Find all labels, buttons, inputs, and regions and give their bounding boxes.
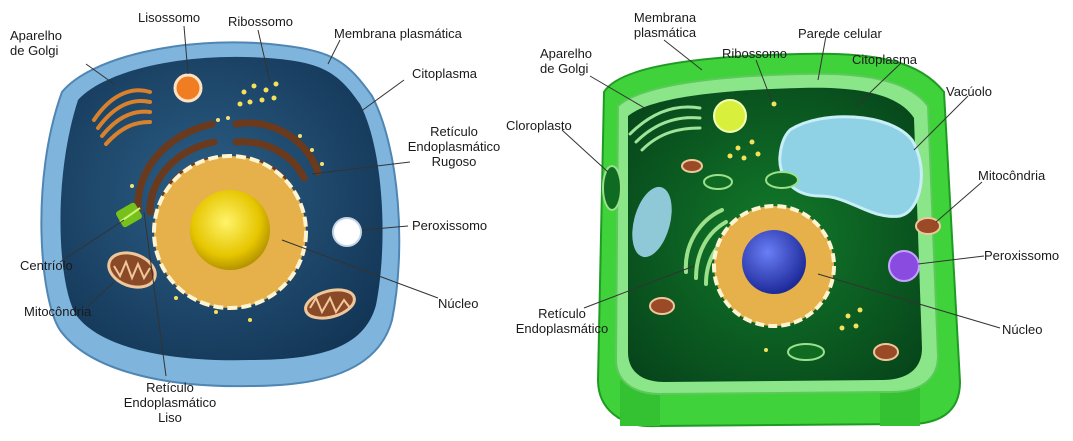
plant-label-er: Retículo Endoplasmático <box>510 306 614 336</box>
plant-label-plasma-membrane: Membrana plasmática <box>628 10 702 40</box>
plant-label-golgi: Aparelho de Golgi <box>540 46 592 76</box>
plant-mitochondrion-2 <box>916 218 940 234</box>
plant-label-peroxisome: Peroxissomo <box>984 248 1059 263</box>
animal-label-smooth-er: Retículo Endoplasmático Liso <box>118 380 222 425</box>
animal-cell <box>41 26 438 386</box>
plant-nucleolus <box>742 230 806 294</box>
plant-label-cell-wall: Parede celular <box>798 26 882 41</box>
animal-label-centriole: Centríolo <box>20 258 73 273</box>
plant-chloroplast-1 <box>603 166 621 210</box>
animal-lysosome <box>175 75 201 101</box>
plant-peroxisome <box>889 251 919 281</box>
animal-peroxisome <box>333 218 361 246</box>
animal-label-rough-er: Retículo Endoplasmático Rugoso <box>400 124 508 169</box>
plant-label-vacuole: Vacúolo <box>946 84 992 99</box>
plant-label-ribosome: Ribossomo <box>722 46 787 61</box>
plant-mitochondrion-1 <box>682 160 702 172</box>
plant-lysosome <box>714 100 746 132</box>
plant-label-chloroplast: Cloroplasto <box>506 118 572 133</box>
plant-label-nucleus: Núcleo <box>1002 322 1042 337</box>
plant-chloroplast-4 <box>788 344 824 360</box>
animal-label-lysosome: Lisossomo <box>138 10 200 25</box>
plant-chloroplast-2 <box>704 175 732 189</box>
animal-label-nucleus: Núcleo <box>438 296 478 311</box>
animal-label-cytoplasm: Citoplasma <box>412 66 477 81</box>
plant-cell <box>562 36 1000 426</box>
animal-label-golgi: Aparelho de Golgi <box>10 28 62 58</box>
plant-label-cytoplasm: Citoplasma <box>852 52 917 67</box>
animal-label-ribosome: Ribossomo <box>228 14 293 29</box>
plant-label-mitochondria: Mitocôndria <box>978 168 1045 183</box>
plant-chloroplast-3 <box>766 172 798 188</box>
animal-label-plasma-membrane: Membrana plasmática <box>334 26 462 41</box>
plant-mitochondrion-3 <box>650 298 674 314</box>
plant-mitochondrion-4 <box>874 344 898 360</box>
animal-label-mitochondria: Mitocôndria <box>24 304 91 319</box>
animal-label-peroxisome: Peroxissomo <box>412 218 487 233</box>
animal-nucleolus <box>190 190 270 270</box>
